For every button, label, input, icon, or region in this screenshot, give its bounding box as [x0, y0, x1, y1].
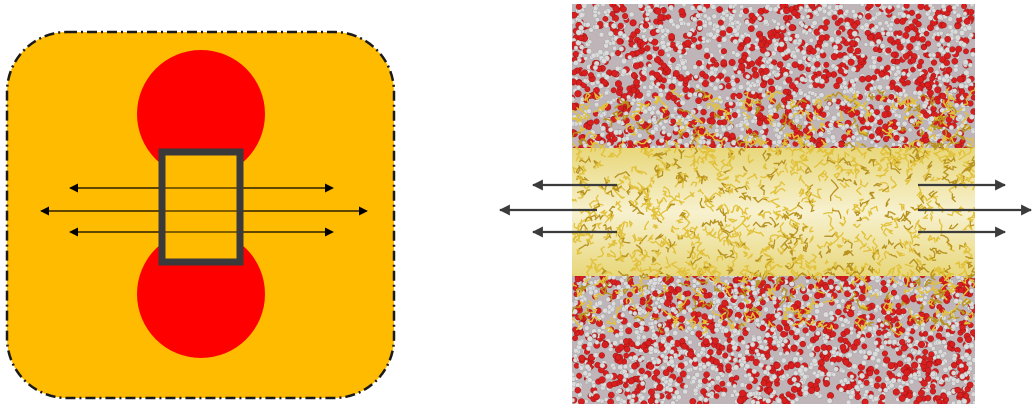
schematic-arrows: [40, 183, 368, 237]
top-circle: [137, 50, 265, 178]
inner-rectangle-fill: [162, 153, 240, 261]
schematic-panel: [5, 30, 396, 400]
md-arrows: [498, 179, 1033, 238]
md-snapshot-panel: [498, 4, 1033, 404]
inner-rectangle: [158, 148, 244, 266]
lipid-chains: [572, 87, 975, 336]
